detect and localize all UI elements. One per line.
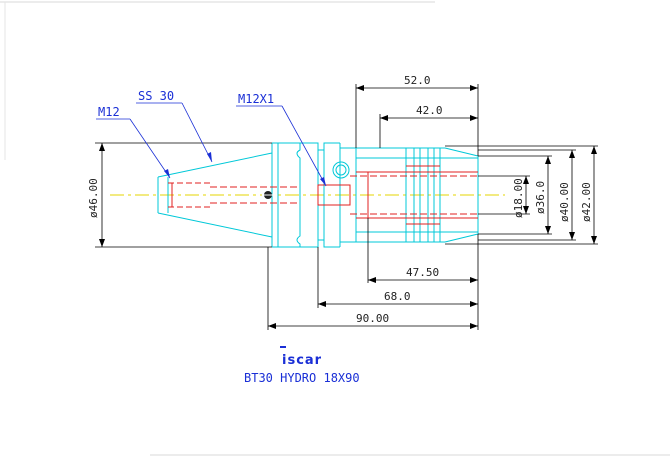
tool-outline: [157, 142, 479, 248]
dim-d42: ø42.00: [580, 182, 593, 222]
dim-68: 68.0: [384, 290, 411, 303]
dim-d18: ø18.00: [512, 178, 525, 218]
dimension-arrows: [99, 85, 597, 329]
callout-leaders: [96, 102, 327, 187]
dim-47-50: 47.50: [406, 266, 439, 279]
dim-90: 90.00: [356, 312, 389, 325]
callout-m12x1: M12X1: [238, 92, 274, 106]
brand-logo-text: iscar: [282, 353, 322, 368]
model-title: BT30 HYDRO 18X90: [244, 371, 360, 385]
dim-d46: ø46.00: [87, 178, 100, 218]
hidden-lines: [168, 165, 478, 225]
dim-d40: ø40.00: [558, 182, 571, 222]
callout-ss30: SS 30: [138, 89, 174, 103]
callout-m12: M12: [98, 105, 120, 119]
dim-d36: ø36.0: [534, 181, 547, 214]
dim-42: 42.0: [416, 104, 443, 117]
dim-52: 52.0: [404, 74, 431, 87]
dimension-lines: [95, 84, 598, 330]
callout-arrows: [164, 152, 326, 186]
brand-logo: iscar: [280, 346, 322, 368]
